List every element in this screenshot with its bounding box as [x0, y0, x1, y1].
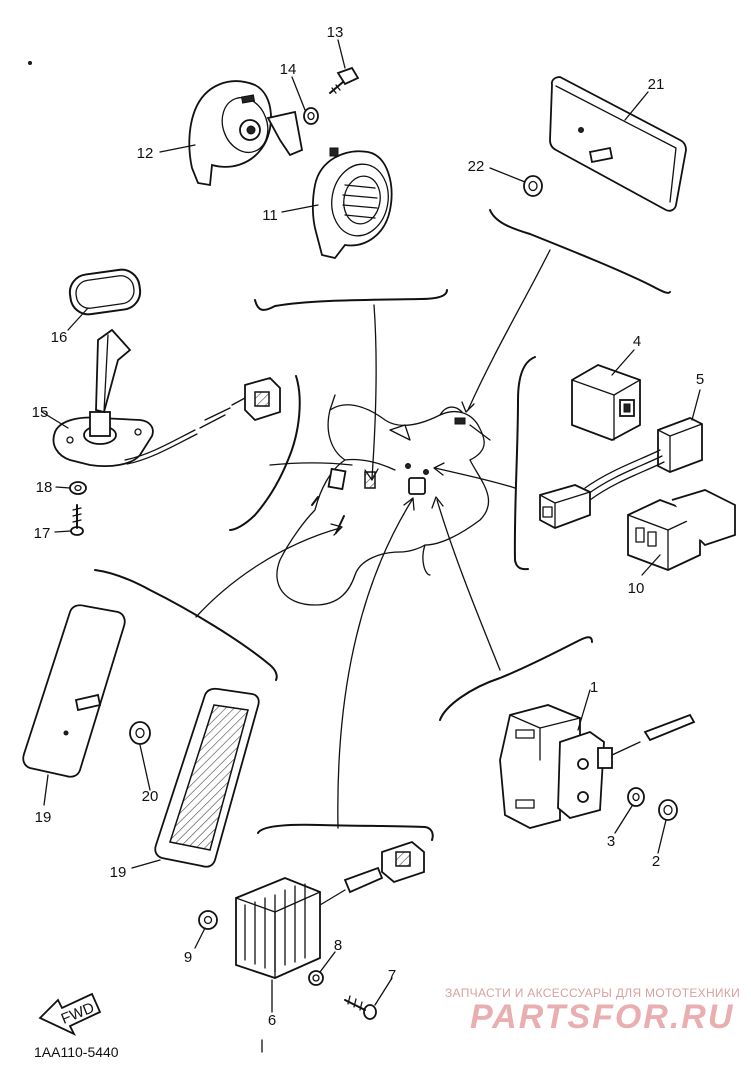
watermark-tagline: ЗАПЧАСТИ И АКСЕССУАРЫ ДЛЯ МОТОТЕХНИКИ	[445, 986, 741, 1000]
label-9: 9	[184, 949, 192, 966]
label-19-left: 19	[35, 809, 52, 826]
reflector-19-left	[22, 604, 126, 778]
label-17: 17	[34, 525, 51, 542]
sensor-15	[52, 328, 281, 468]
fwd-arrow: FWD	[38, 992, 102, 1036]
label-12: 12	[137, 145, 154, 162]
horn-12	[188, 80, 304, 187]
label-22: 22	[468, 158, 485, 175]
label-1: 1	[590, 679, 598, 696]
nut-14	[303, 107, 319, 125]
leader-lines	[195, 249, 551, 829]
nut-18	[69, 481, 87, 495]
label-21: 21	[648, 76, 665, 93]
label-20: 20	[142, 788, 159, 805]
label-8: 8	[334, 937, 342, 954]
gasket-16	[68, 268, 142, 316]
label-6: 6	[268, 1012, 276, 1029]
watermark-logo: PARTSFOR.RU	[470, 998, 735, 1036]
coupler-10	[627, 489, 736, 571]
label-3: 3	[607, 833, 615, 850]
relay-4	[571, 364, 641, 441]
label-13: 13	[327, 24, 344, 41]
nut-8	[308, 970, 324, 986]
label-10: 10	[628, 580, 645, 597]
rectifier-6	[235, 840, 425, 979]
label-16: 16	[51, 329, 68, 346]
frame-outline	[276, 394, 491, 606]
starter-relay-1	[499, 704, 696, 829]
label-2: 2	[652, 853, 660, 870]
label-15: 15	[32, 404, 49, 421]
fwd-label: FWD	[59, 999, 97, 1028]
bolt-7	[344, 995, 377, 1020]
label-5: 5	[696, 371, 704, 388]
nut-3	[627, 787, 645, 807]
callout-leaders	[41, 39, 701, 1013]
reflector-19-right	[154, 687, 260, 868]
label-7: 7	[388, 967, 396, 984]
label-19-right: 19	[110, 864, 127, 881]
label-18: 18	[36, 479, 53, 496]
diagram-code: 1AA110-5440	[34, 1044, 119, 1060]
connector-5	[539, 417, 703, 529]
part-labels: 12 11 13 14 21 22 4 5 10 16 15 18 17 19 …	[32, 24, 705, 1029]
label-14: 14	[280, 61, 297, 78]
speck	[28, 61, 32, 65]
horn-11	[311, 147, 393, 260]
label-4: 4	[633, 333, 641, 350]
nut-2	[658, 799, 678, 821]
nut-20	[129, 721, 151, 745]
bolt-17	[70, 504, 84, 536]
group-brackets	[94, 209, 671, 841]
bolt-13	[329, 66, 360, 94]
plate-21	[549, 76, 687, 212]
nut-22	[523, 175, 543, 197]
label-11: 11	[262, 207, 278, 224]
nut-9	[198, 910, 218, 930]
